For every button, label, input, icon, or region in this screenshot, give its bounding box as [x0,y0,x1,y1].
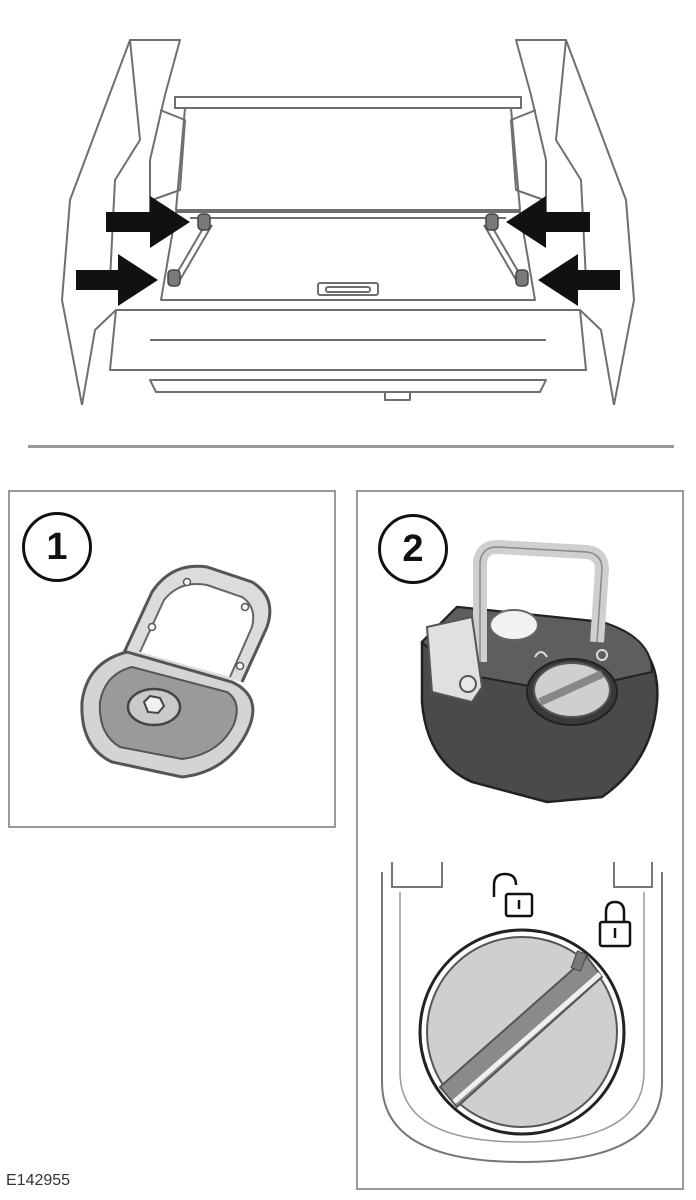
unlocked-padlock-icon [492,872,534,918]
panel-locking-tie-down: 2 [356,490,684,1190]
cargo-area-illustration [61,39,635,406]
locked-padlock-icon [598,900,632,948]
callout-1: 1 [22,512,92,582]
callout-2: 2 [378,514,448,584]
figure-code: E142955 [6,1172,71,1189]
locking-tie-down-illustration [381,540,663,1164]
tie-down-loop-icon [80,564,272,779]
section-divider [28,445,674,448]
arrow-icon [76,196,620,306]
panel-tie-down-loop: 1 [8,490,336,828]
